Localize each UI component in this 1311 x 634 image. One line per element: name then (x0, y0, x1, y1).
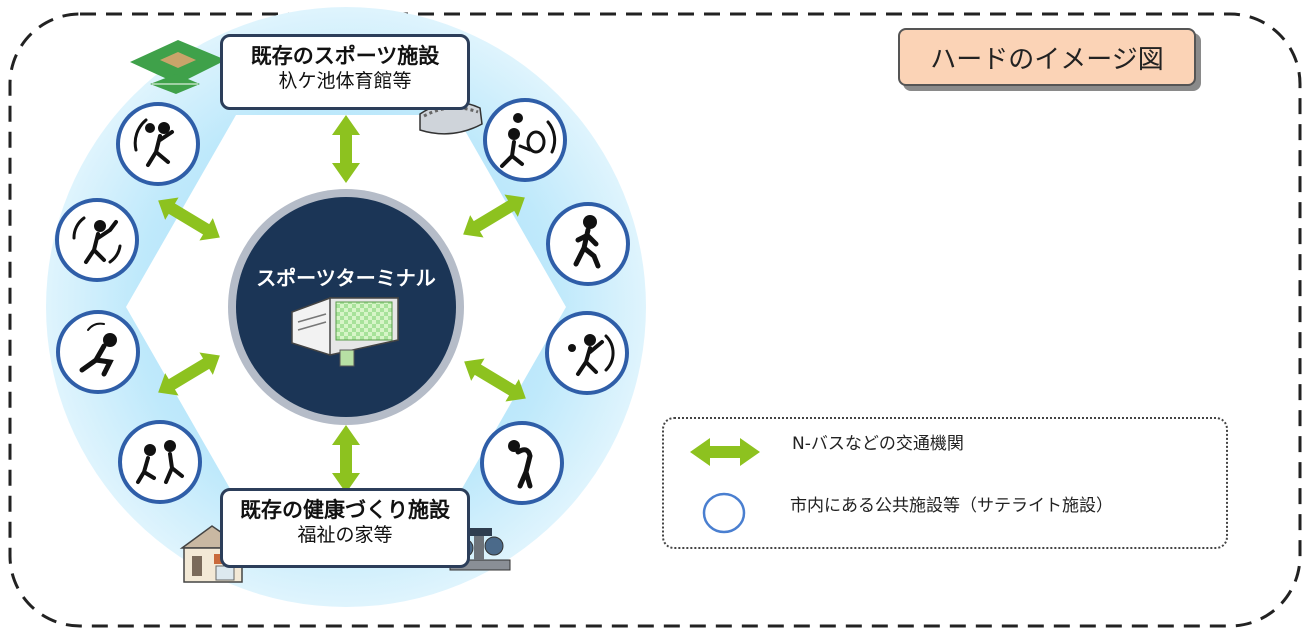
health-facility-example: 福祉の家等 (297, 524, 393, 546)
stretching-icon (508, 440, 533, 489)
diagram-title: ハードのイメージ図 (898, 28, 1196, 86)
soccer-icon (136, 440, 184, 484)
existing-sports-facility-box: 既存のスポーツ施設 杁ケ池体育館等 (220, 34, 470, 110)
satellite-volleyball (545, 311, 629, 395)
legend-circle-icon (702, 492, 746, 534)
runner-icon (573, 215, 601, 269)
satellite-situp (56, 310, 140, 394)
satellite-runner (546, 202, 630, 286)
arrow-upper-right (463, 194, 525, 238)
legend-box: N-バスなどの交通機関 市内にある公共施設等（サテライト施設） (662, 417, 1228, 549)
terminal-building-icon (291, 297, 399, 367)
legend-circle-label: 市内にある公共施設等（サテライト施設） (790, 495, 1113, 516)
arrow-lower-left (158, 352, 220, 396)
health-facility-name: 既存の健康づくり施設 (240, 498, 450, 522)
satellite-tennis (483, 98, 567, 182)
arrow-lower-right (464, 358, 526, 402)
satellite-soccer (118, 420, 202, 504)
arrow-upper-left (158, 197, 220, 241)
satellite-stretching (480, 421, 564, 505)
legend-arrow-icon (690, 438, 760, 466)
satellite-baseball (55, 198, 139, 282)
arrow-top (332, 115, 360, 183)
volleyball-icon (568, 334, 615, 376)
baseball-batter-icon (72, 216, 122, 264)
existing-health-facility-box: 既存の健康づくり施設 福祉の家等 (220, 488, 470, 568)
tennis-icon (500, 113, 557, 168)
baseball-field-icon (130, 40, 226, 94)
satellite-basketball (116, 102, 200, 186)
sports-facility-name: 既存のスポーツ施設 (250, 44, 440, 68)
basketball-icon (133, 118, 174, 167)
sports-terminal-label: スポーツターミナル (256, 266, 436, 290)
legend-arrow-label: N-バスなどの交通機関 (792, 433, 964, 454)
connection-arrows (158, 115, 526, 493)
sports-facility-example: 杁ケ池体育館等 (278, 70, 412, 92)
dashed-frame (8, 12, 1302, 628)
sit-up-icon (79, 322, 117, 377)
arrow-bottom (332, 425, 360, 493)
